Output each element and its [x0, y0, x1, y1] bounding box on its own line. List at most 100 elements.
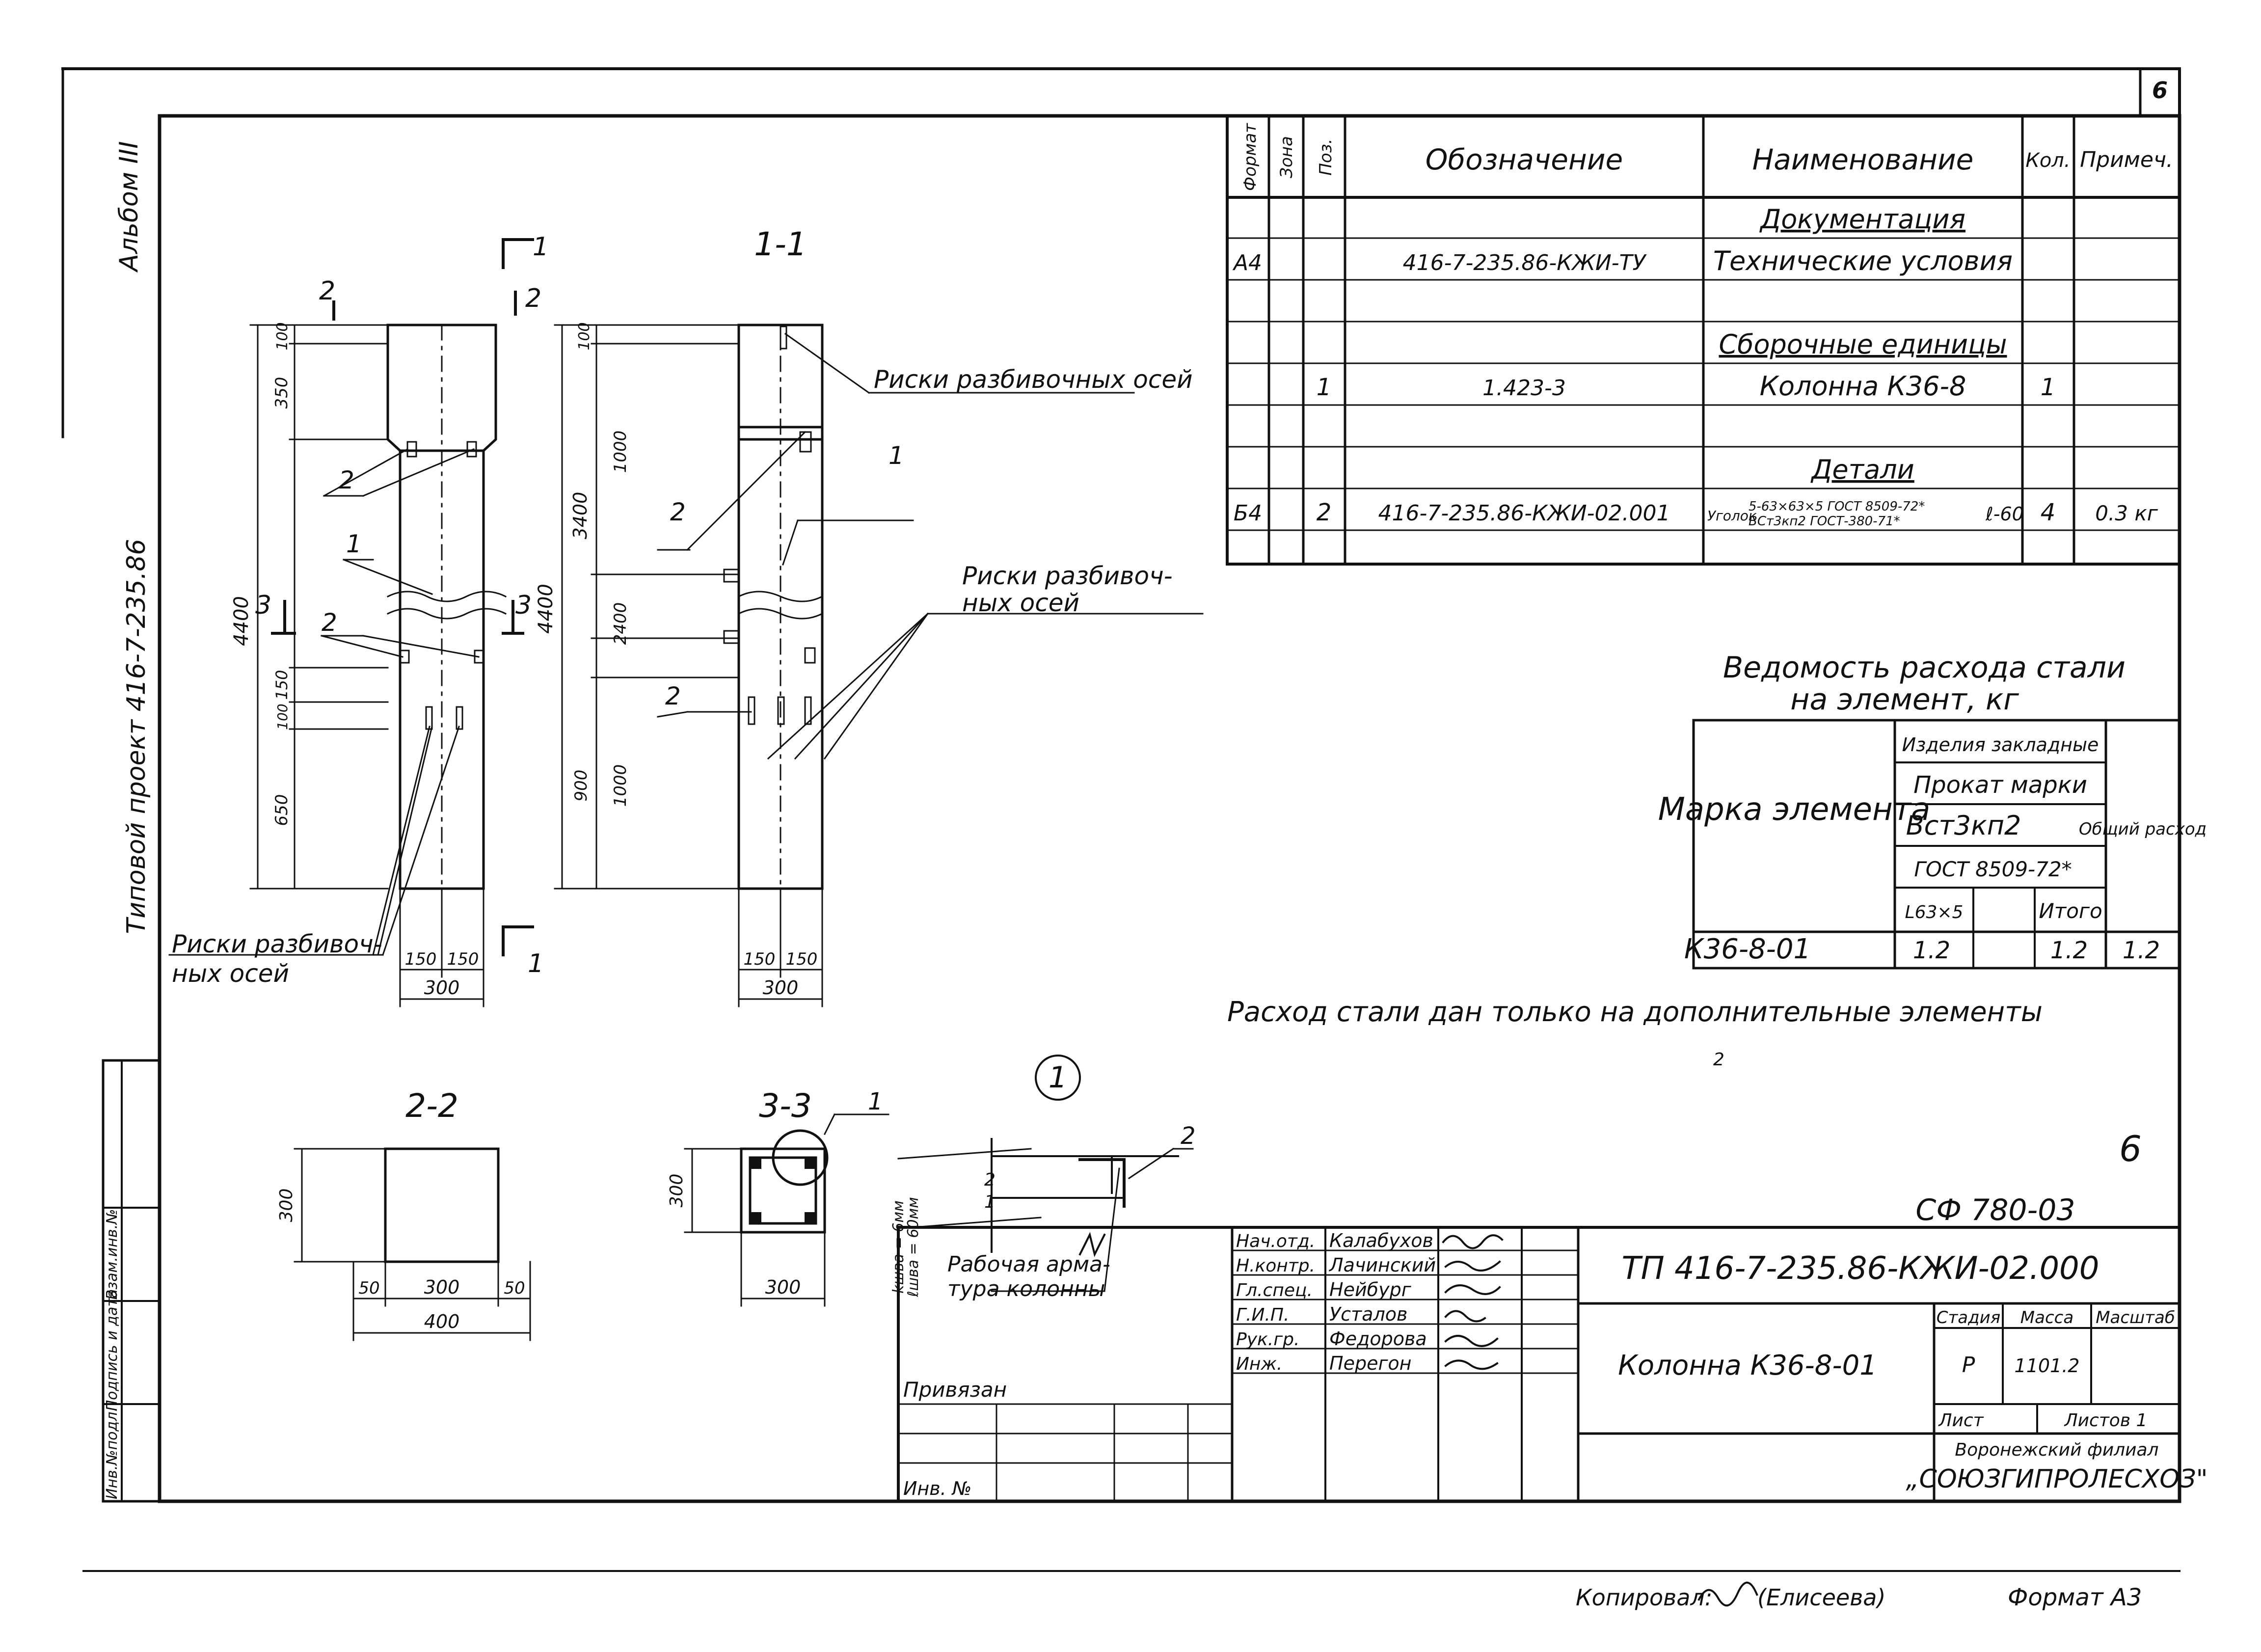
dim-sec2-400: 400 — [424, 1311, 460, 1332]
angle-steel: ВСт3кп2 ГОСТ-380-71* — [1749, 514, 1900, 529]
dim-s-300: 300 — [763, 977, 799, 999]
dim-w-150a: 150 — [405, 949, 437, 969]
spec-header-zone: Зона — [1277, 136, 1296, 178]
dim-side-900: 900 — [571, 770, 591, 802]
tb-role-1: Н.контр. — [1236, 1256, 1315, 1276]
dim-elev-4400: 4400 — [230, 596, 253, 646]
spec-header-format: Формат — [1240, 123, 1260, 191]
leader-reinforcement-2: тура колонны — [947, 1276, 1105, 1301]
archive-number: СФ 780-03 — [1915, 1193, 2075, 1227]
steel-standard: ГОСТ 8509-72* — [1914, 857, 2072, 881]
steel-row-overall: 1.2 — [2123, 937, 2160, 964]
dim-w-300: 300 — [424, 977, 460, 999]
spec-header-designation: Обозначение — [1426, 143, 1623, 176]
spec-designation-4: 1.423-3 — [1482, 376, 1566, 401]
leader-axis-marks-front-2: ных осей — [172, 959, 289, 988]
leader-axis-marks-side-b-2: ных осей — [962, 589, 1079, 617]
steel-total-header: Общий расход — [2079, 819, 2207, 839]
pos-label-2-front-a: 2 — [339, 466, 354, 494]
dim-w-150b: 150 — [447, 949, 479, 969]
dim-side-4400: 4400 — [535, 584, 557, 634]
steel-grade: Вст3кп2 — [1906, 810, 2021, 841]
steel-title-1: Ведомость расхода стали — [1723, 650, 2126, 685]
dim-side-1000b: 1000 — [611, 764, 630, 807]
tb-name-4: Федорова — [1329, 1328, 1427, 1350]
stage-label: Стадия — [1937, 1308, 2000, 1327]
org-branch: Воронежский филиал — [1955, 1440, 2158, 1460]
pos-label-2-side-b: 2 — [665, 682, 681, 710]
tb-role-0: Нач.отд. — [1236, 1231, 1315, 1251]
side-stamp-inv: Инв.№подл. — [104, 1407, 121, 1499]
dim-side-100: 100 — [576, 322, 593, 350]
dim-elev-100: 100 — [274, 322, 291, 350]
dim-elev-350: 350 — [272, 377, 292, 409]
pos-label-2-node-b: 2 — [984, 1170, 996, 1190]
angle-word: Уголок — [1707, 508, 1757, 524]
cut-mark-1-top: 1 — [533, 232, 549, 262]
inv-label: Инв. № — [903, 1478, 971, 1499]
steel-row-mark: К36-8-01 — [1684, 933, 1811, 965]
dim-side-2400: 2400 — [611, 602, 630, 645]
spec-format-1: А4 — [1232, 250, 1262, 275]
dim-s-150b: 150 — [786, 949, 818, 969]
tb-name-5: Перегон — [1329, 1353, 1412, 1374]
dim-elev-650: 650 — [272, 794, 292, 826]
steel-rolled-header: Прокат марки — [1913, 771, 2087, 799]
pos-label-2-front-b: 2 — [322, 608, 337, 637]
spec-pos-7: 2 — [1317, 499, 1332, 526]
spec-qty-4: 1 — [2041, 374, 2056, 401]
scale-label: Масштаб — [2096, 1308, 2175, 1327]
dim-sec2-50b: 50 — [504, 1278, 525, 1298]
mass-value: 1101.2 — [2015, 1355, 2080, 1377]
spec-pos-4: 1 — [1317, 374, 1332, 401]
spec-designation-1: 416-7-235.86-КЖИ-ТУ — [1403, 250, 1647, 275]
spec-designation-7: 416-7-235.86-КЖИ-02.001 — [1378, 501, 1670, 526]
steel-mark-header: Марка элемента — [1658, 791, 1931, 828]
drawing-code: ТП 416-7-235.86-КЖИ-02.000 — [1622, 1250, 2100, 1287]
leader-axis-marks-side: Риски разбивочных осей — [874, 365, 1193, 394]
copier-name: (Елисеева) — [1757, 1584, 1885, 1611]
tb-role-3: Г.И.П. — [1236, 1305, 1289, 1325]
steel-group-header: Изделия закладные — [1902, 734, 2099, 756]
pos-label-1-node: 1 — [984, 1192, 996, 1212]
spec-name-3: Сборочные единицы — [1719, 329, 2007, 360]
spec-name-0: Документация — [1759, 204, 1965, 235]
spec-header-qty: Кол. — [2025, 149, 2070, 172]
side-stamp-sign: Подпись и дата — [104, 1289, 121, 1411]
steel-col-total: Итого — [2039, 899, 2102, 923]
tb-name-1: Лачинский — [1328, 1254, 1436, 1276]
tb-role-4: Рук.гр. — [1236, 1329, 1299, 1350]
spec-qty-7: 4 — [2041, 499, 2056, 526]
cut-mark-3-right: 3 — [515, 591, 532, 620]
format-label: Формат А3 — [2008, 1584, 2142, 1611]
tb-role-2: Гл.спец. — [1236, 1280, 1313, 1300]
stray-mark: 2 — [1713, 1050, 1724, 1070]
dim-sec2-50a: 50 — [358, 1278, 379, 1298]
spec-name-1: Технические условия — [1713, 245, 2013, 276]
cut-mark-2-right: 2 — [525, 284, 541, 313]
dim-s-150a: 150 — [744, 949, 776, 969]
leader-axis-marks-front-1: Риски разбивоч- — [172, 930, 382, 958]
cut-mark-2-left: 2 — [319, 276, 335, 306]
cut-mark-1-bottom: 1 — [528, 949, 544, 978]
spec-header-pos: Поз. — [1316, 138, 1336, 175]
steel-col-angle: L63×5 — [1905, 902, 1964, 922]
sheets-label: Листов 1 — [2064, 1410, 2148, 1431]
leader-reinforcement-1: Рабочая арма- — [947, 1252, 1110, 1277]
copier-signature — [1697, 1581, 1758, 1607]
node-1-label: 1 — [1049, 1060, 1067, 1095]
linked-label: Привязан — [903, 1378, 1007, 1402]
steel-mark-header-1: Марка элемента — [1658, 791, 1931, 828]
stage-value: Р — [1962, 1353, 1975, 1378]
page-mark: 6 — [2119, 1128, 2142, 1169]
dim-sec3-300: 300 — [667, 1174, 687, 1208]
steel-title-2: на элемент, кг — [1790, 682, 2019, 717]
dim-sec2-300: 300 — [276, 1189, 296, 1222]
steel-note: Расход стали дан только на дополнительны… — [1227, 996, 2043, 1028]
pos-label-2-node: 2 — [1181, 1122, 1196, 1150]
section-1-1-title: 1-1 — [754, 225, 807, 263]
weld-size-1: kшва = 6мм — [890, 1200, 907, 1293]
spec-note-7: 0.3 кг — [2095, 501, 2158, 525]
